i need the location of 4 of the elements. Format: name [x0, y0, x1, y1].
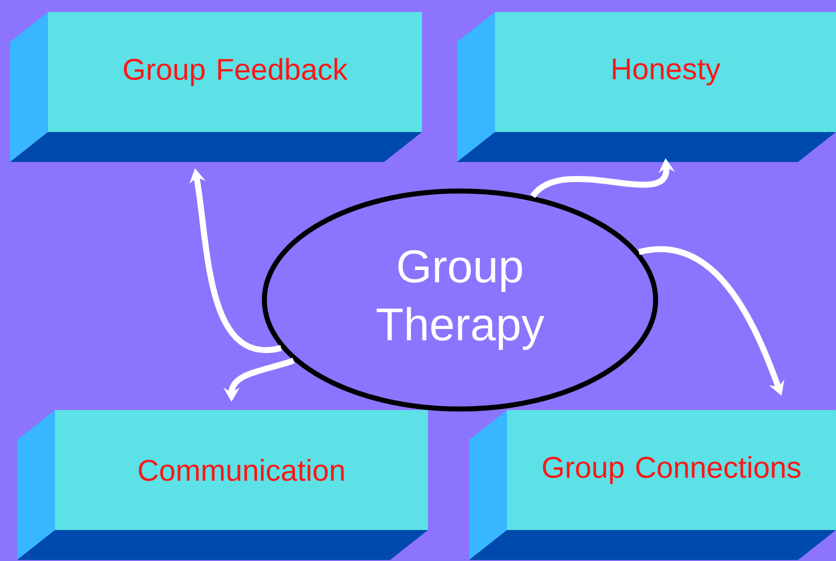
block-box: Communication	[17, 410, 428, 560]
block-box: Group Feedback	[10, 12, 422, 162]
block-box: Honesty	[457, 12, 836, 162]
block-box: Group Connections	[469, 410, 836, 560]
